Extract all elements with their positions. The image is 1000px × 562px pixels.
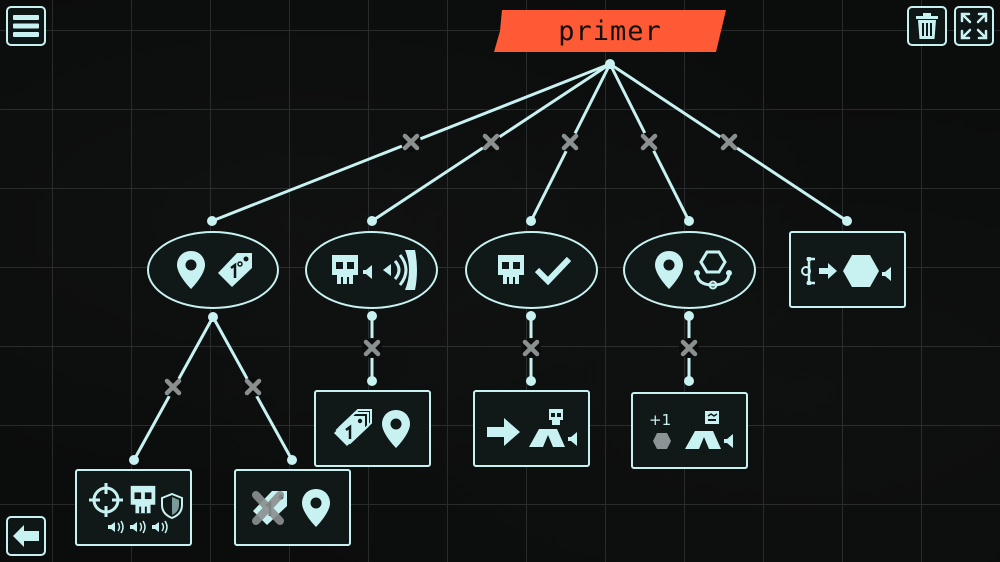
joint-oval4	[684, 216, 694, 226]
page-title: primer	[558, 15, 662, 47]
trigger-node-3[interactable]	[465, 231, 598, 309]
sound-wave-icon	[383, 250, 417, 290]
fullscreen-button[interactable]	[954, 6, 994, 46]
cut-marker-3[interactable]	[560, 132, 580, 152]
joint-oval2	[367, 216, 377, 226]
sound-small-icon	[882, 267, 891, 281]
delete-button[interactable]	[907, 6, 947, 46]
tag-stack-icon	[334, 409, 372, 446]
expand-arrows-icon	[960, 12, 988, 40]
location-pin-icon	[302, 489, 330, 527]
trigger-node-4[interactable]	[623, 231, 756, 309]
plus-one-label: +1	[649, 411, 672, 429]
sound-small-icon	[363, 265, 372, 279]
title-banner: primer	[494, 10, 726, 52]
sound-icon	[108, 520, 124, 534]
hexagon-icon	[843, 255, 879, 287]
location-pin-icon	[177, 251, 205, 289]
location-pin-icon	[382, 410, 410, 448]
cut-marker-1[interactable]	[401, 132, 421, 152]
sound-icon	[130, 520, 146, 534]
action-node-1b[interactable]	[234, 469, 351, 546]
tag-crossed-icon	[252, 491, 287, 525]
action-node-2[interactable]	[314, 390, 431, 467]
cut-marker-5[interactable]	[719, 132, 739, 152]
crosshair-icon	[89, 483, 123, 517]
action-node-5[interactable]	[789, 231, 906, 308]
sound-small-icon	[724, 434, 733, 448]
cut-marker-2[interactable]	[481, 132, 501, 152]
sound-icon	[152, 520, 168, 534]
cut-marker-8[interactable]	[362, 338, 382, 358]
joint-rect5	[842, 216, 852, 226]
back-button[interactable]	[6, 516, 46, 556]
arrow-left-icon	[13, 525, 39, 547]
plus-one-hexagon-icon	[653, 433, 671, 449]
arrow-right-icon	[819, 263, 837, 279]
root-joint	[605, 59, 615, 69]
sound-small-icon	[568, 432, 577, 446]
arrow-right-icon	[487, 418, 520, 446]
cut-marker-7[interactable]	[243, 377, 263, 397]
trigger-node-2[interactable]	[305, 231, 438, 309]
skull-icon	[498, 255, 524, 284]
skull-icon	[332, 255, 358, 284]
menu-button[interactable]	[6, 6, 46, 46]
trash-icon	[916, 13, 938, 39]
connector-icon	[801, 257, 815, 285]
tent-skull-icon	[529, 409, 565, 447]
location-pin-icon	[655, 251, 683, 289]
shield-icon	[161, 493, 183, 519]
skull-icon	[130, 485, 156, 514]
trigger-node-1[interactable]	[147, 231, 279, 309]
cut-marker-9[interactable]	[521, 338, 541, 358]
action-node-1a[interactable]	[75, 469, 192, 546]
hexagon-hand-icon	[694, 250, 732, 290]
joint-oval3	[526, 216, 536, 226]
cut-marker-4[interactable]	[639, 132, 659, 152]
action-node-3[interactable]	[473, 390, 590, 467]
cut-marker-6[interactable]	[163, 377, 183, 397]
hamburger-menu-icon	[13, 15, 39, 37]
cut-marker-10[interactable]	[679, 338, 699, 358]
checkmark-icon	[535, 256, 571, 285]
tent-face-icon	[685, 411, 721, 449]
tag-icon	[218, 253, 252, 287]
joint-oval1	[207, 216, 217, 226]
action-node-4[interactable]: +1	[631, 392, 748, 469]
